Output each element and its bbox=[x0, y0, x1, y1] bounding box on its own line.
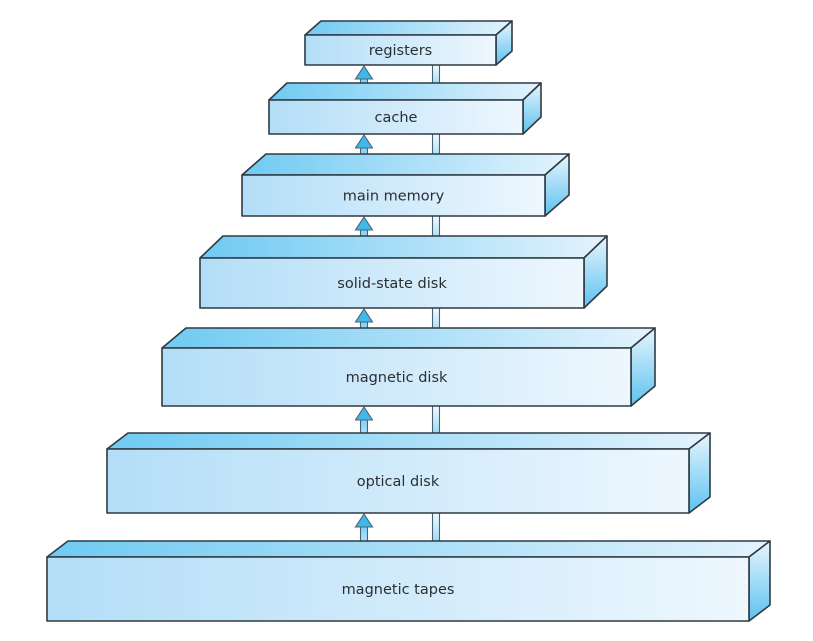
arrow-up-icon bbox=[354, 215, 374, 231]
arrow-up-icon bbox=[354, 405, 374, 421]
level-main-memory: main memory bbox=[241, 153, 570, 217]
box-front-face bbox=[106, 448, 690, 514]
level-registers: registers bbox=[304, 20, 513, 66]
level-label: optical disk bbox=[357, 474, 440, 490]
level-magnetic-disk: magnetic disk bbox=[161, 327, 656, 407]
box-top-face bbox=[161, 327, 656, 349]
level-label: registers bbox=[369, 43, 432, 59]
level-magnetic-tapes: magnetic tapes bbox=[46, 540, 771, 622]
level-label: cache bbox=[375, 110, 418, 126]
level-cache: cache bbox=[268, 82, 542, 135]
box-top-face bbox=[241, 153, 570, 176]
level-label: magnetic tapes bbox=[342, 582, 455, 598]
box-top-face bbox=[304, 20, 513, 36]
box-front-face bbox=[46, 556, 750, 622]
box-top-face bbox=[199, 235, 608, 259]
hierarchy-levels: registers cache main memory solid-state dis… bbox=[46, 20, 771, 622]
level-label: main memory bbox=[343, 189, 445, 205]
level-solid-state-disk: solid-state disk bbox=[199, 235, 608, 309]
level-optical-disk: optical disk bbox=[106, 432, 711, 514]
box-top-face bbox=[106, 432, 711, 450]
box-front-face bbox=[161, 347, 632, 407]
box-front-face bbox=[268, 99, 524, 135]
arrow-up-icon bbox=[354, 133, 374, 149]
arrow-up-icon bbox=[354, 64, 374, 80]
level-label: solid-state disk bbox=[337, 276, 447, 292]
box-front-face bbox=[304, 34, 497, 66]
level-label: magnetic disk bbox=[346, 370, 448, 386]
arrow-up-icon bbox=[354, 512, 374, 528]
box-front-face bbox=[199, 257, 585, 309]
box-front-face bbox=[241, 174, 546, 217]
box-top-face bbox=[268, 82, 542, 101]
box-top-face bbox=[46, 540, 771, 558]
arrow-up-icon bbox=[354, 307, 374, 323]
